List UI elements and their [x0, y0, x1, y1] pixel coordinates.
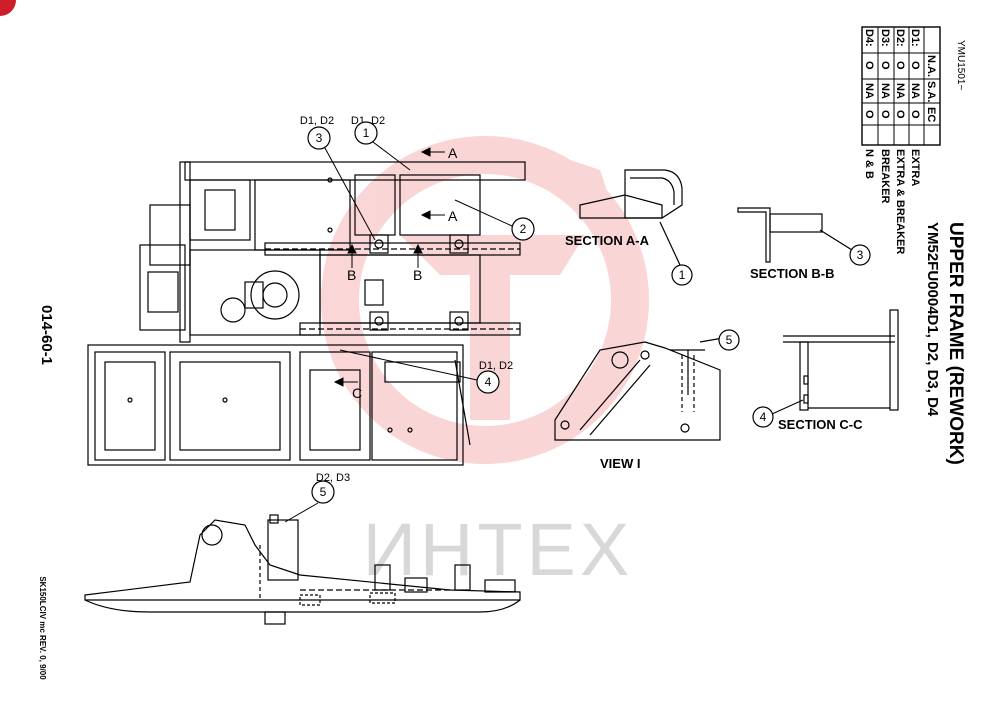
svg-text:N & B: N & B — [863, 149, 875, 179]
svg-text:BREAKER: BREAKER — [879, 149, 891, 203]
svg-text:C: C — [352, 385, 362, 401]
svg-text:O: O — [863, 61, 875, 70]
svg-text:O: O — [879, 61, 891, 70]
svg-text:NA: NA — [894, 83, 906, 99]
svg-text:O: O — [863, 110, 875, 119]
svg-text:O: O — [879, 110, 891, 119]
callout-5-view: 5 — [718, 329, 740, 351]
watermark-logo — [321, 136, 649, 464]
svg-text:NA: NA — [863, 83, 875, 99]
svg-text:NA: NA — [879, 83, 891, 99]
svg-text:EXTRA & BREAKER: EXTRA & BREAKER — [894, 149, 906, 254]
section-bb-label: SECTION B-B — [750, 266, 835, 281]
svg-text:A: A — [448, 145, 458, 161]
table-header-na: N.A. — [925, 55, 937, 77]
table-row-code: D3: — [879, 29, 891, 47]
callout-5-side: D2, D3 5 — [284, 472, 350, 523]
section-cc-drawing — [783, 309, 899, 411]
svg-text:1: 1 — [679, 268, 686, 282]
page-number: 014-60-1 — [38, 305, 55, 365]
callout-2-number: 2 — [520, 222, 527, 236]
corner-mark — [0, 0, 16, 16]
callout-5-number: 5 — [320, 485, 327, 499]
view-i-label: VIEW I — [600, 456, 640, 471]
side-view-drawing — [84, 514, 521, 625]
svg-text:B: B — [347, 267, 356, 283]
section-markers: A A B B C — [333, 145, 458, 401]
main-callouts: D1, D2 3 D1, D2 1 2 D1, D2 4 — [300, 115, 535, 394]
title-main: UPPER FRAME (REWORK) — [945, 222, 966, 465]
callout-1-number: 1 — [363, 126, 370, 140]
svg-text:3: 3 — [857, 248, 864, 262]
svg-text:4: 4 — [760, 410, 767, 424]
callout-4-section: 4 — [752, 399, 804, 428]
view-i-drawing — [554, 337, 724, 441]
svg-text:B: B — [413, 267, 422, 283]
section-aa-drawing — [579, 169, 683, 266]
section-cc-label: SECTION C-C — [778, 417, 863, 432]
callout-4-note: D1, D2 — [479, 360, 513, 372]
section-aa-label: SECTION A-A — [565, 233, 650, 248]
section-bb-drawing — [737, 207, 853, 263]
svg-text:NA: NA — [909, 83, 921, 99]
serial-number: YMU1501~ — [955, 40, 966, 90]
callout-3-section: 3 — [849, 244, 871, 266]
svg-text:O: O — [909, 110, 921, 119]
callout-1-section: 1 — [671, 264, 693, 286]
callout-3-note: D1, D2 — [300, 115, 334, 127]
svg-text:EXTRA: EXTRA — [909, 149, 921, 186]
watermark-text: ИНТЕХ — [363, 508, 634, 591]
title-model: YM52FU0004D1, D2, D3, D4 — [924, 222, 941, 417]
callout-3-number: 3 — [316, 131, 323, 145]
svg-text:O: O — [909, 61, 921, 70]
table-row-code: D1: — [909, 29, 921, 47]
table-header-ec: EC — [925, 107, 937, 122]
svg-text:O: O — [894, 110, 906, 119]
table-header-sa: S.A. — [925, 81, 937, 102]
svg-text:5: 5 — [726, 333, 733, 347]
callout-4-number: 4 — [485, 375, 492, 389]
applicability-table: N.A. S.A. EC D1: O NA O EXTRA D2: O NA O… — [861, 26, 941, 254]
table-row-code: D2: — [894, 29, 906, 47]
table-row-code: D4: — [863, 29, 875, 47]
footer-note: SK150LCIV mc REV. 0, 9/00 — [38, 576, 47, 680]
svg-text:O: O — [894, 61, 906, 70]
svg-text:A: A — [448, 208, 458, 224]
upper-frame-plan-view — [87, 161, 526, 466]
